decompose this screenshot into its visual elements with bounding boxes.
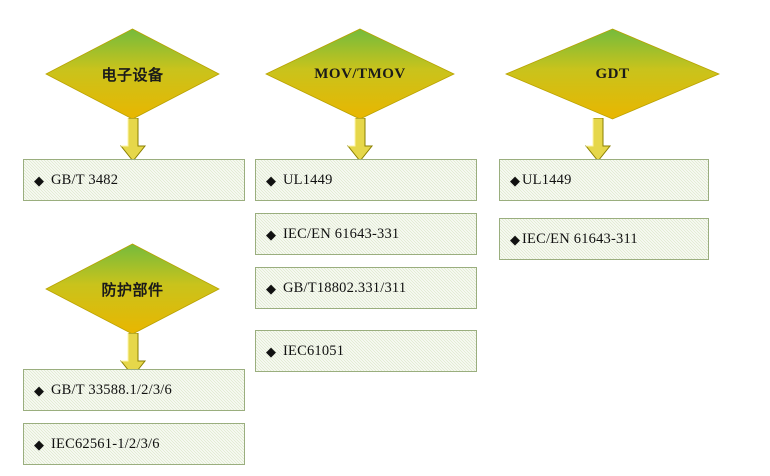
standard-box-gbt18802[interactable]: ◆ GB/T18802.331/311 [255,267,477,309]
standard-label: IEC/EN 61643-311 [522,230,638,247]
bullet-icon: ◆ [266,280,276,296]
diamond-shape-icon [505,28,720,120]
diamond-label: GDT [595,65,630,82]
standard-label: IEC62561-1/2/3/6 [51,435,160,452]
bullet-icon: ◆ [34,172,44,188]
bullet-icon: ◆ [266,226,276,242]
standard-label: IEC/EN 61643-331 [283,225,400,242]
bullet-icon: ◆ [510,172,520,188]
diamond-label: 电子设备 [101,66,164,84]
standard-box-ul1449-mov[interactable]: ◆ UL1449 [255,159,477,201]
bullet-icon: ◆ [34,382,44,398]
diamond-label: 防护部件 [101,281,164,299]
standard-box-iec-en-61643-331[interactable]: ◆ IEC/EN 61643-331 [255,213,477,255]
diamond-node-electronic-equipment[interactable]: 电子设备 [45,28,220,120]
standard-box-iec-en-61643-311[interactable]: ◆ IEC/EN 61643-311 [499,218,709,260]
bullet-icon: ◆ [34,436,44,452]
diamond-label: MOV/TMOV [314,65,406,82]
bullet-icon: ◆ [266,172,276,188]
arrow-gdt [583,117,613,162]
standard-label: UL1449 [522,171,572,188]
arrow-protection-component [118,332,148,377]
arrow-mov-tmov [345,117,375,162]
diamond-node-protection-component[interactable]: 防护部件 [45,243,220,335]
standard-box-iec61051[interactable]: ◆ IEC61051 [255,330,477,372]
arrow-electronic-equipment [118,117,148,162]
diamond-node-gdt[interactable]: GDT [505,28,720,120]
standard-label: GB/T 33588.1/2/3/6 [51,381,172,398]
standard-box-gbt3482[interactable]: ◆ GB/T 3482 [23,159,245,201]
bullet-icon: ◆ [510,231,520,247]
standard-label: IEC61051 [283,342,345,359]
standard-box-iec62561[interactable]: ◆ IEC62561-1/2/3/6 [23,423,245,465]
standard-box-ul1449-gdt[interactable]: ◆ UL1449 [499,159,709,201]
standard-box-gbt33588[interactable]: ◆ GB/T 33588.1/2/3/6 [23,369,245,411]
diamond-node-mov-tmov[interactable]: MOV/TMOV [265,28,455,120]
standard-label: UL1449 [283,171,333,188]
standard-label: GB/T 3482 [51,171,119,188]
standard-label: GB/T18802.331/311 [283,279,407,296]
bullet-icon: ◆ [266,343,276,359]
